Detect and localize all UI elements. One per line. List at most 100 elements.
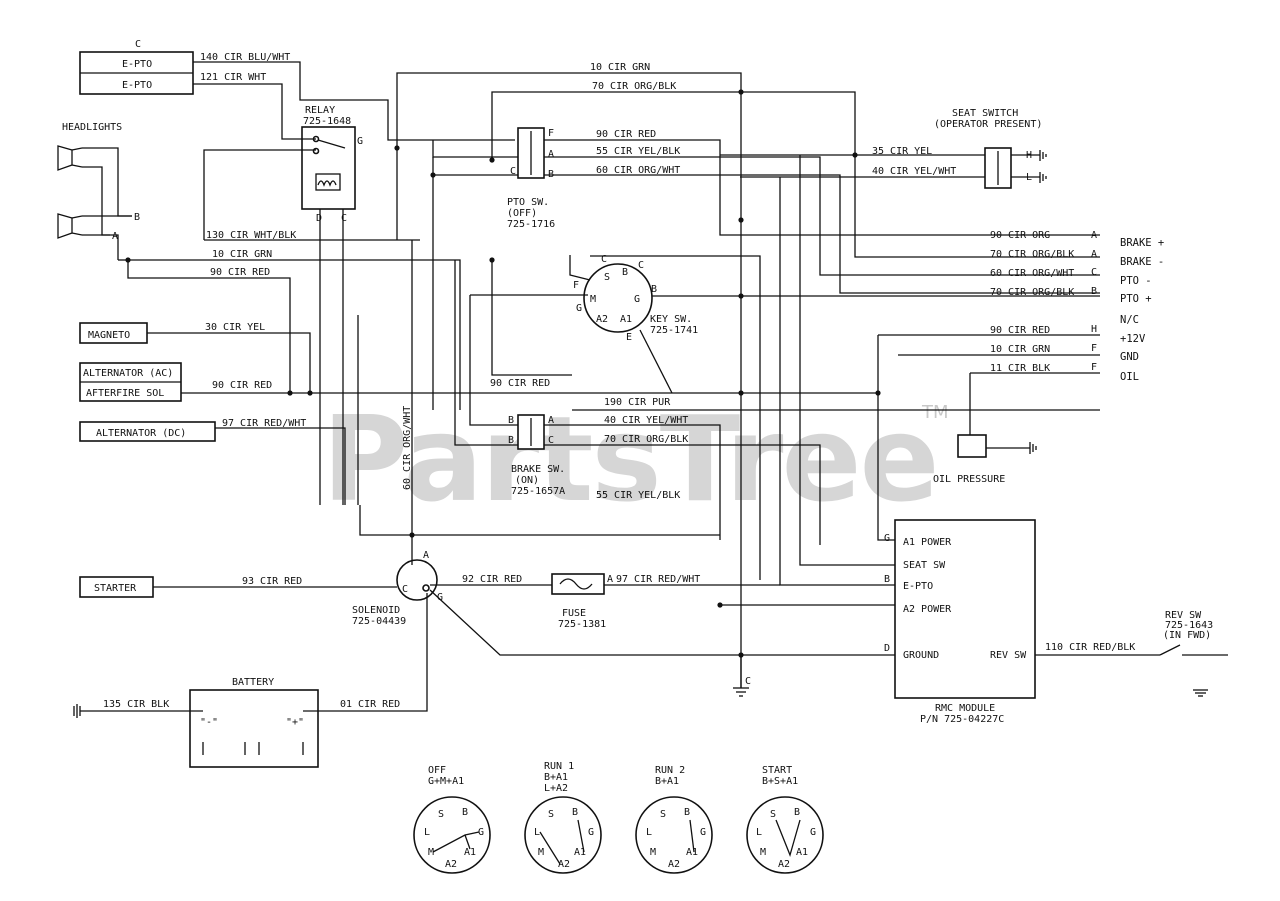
- svg-text:L: L: [534, 827, 540, 838]
- svg-text:90 CIR RED: 90 CIR RED: [596, 129, 656, 140]
- svg-text:C: C: [1091, 267, 1097, 278]
- rev-ground-icon: [1193, 689, 1208, 697]
- fuse-label: FUSE: [562, 608, 586, 619]
- relay-pn: 725-1648: [303, 116, 351, 127]
- relay-coil-icon: [315, 173, 341, 191]
- svg-text:190 CIR PUR: 190 CIR PUR: [604, 397, 671, 408]
- state-start-dial-icon: [746, 796, 824, 874]
- svg-text:S: S: [604, 272, 610, 283]
- oil-ground-icon: [1029, 442, 1037, 454]
- svg-text:E-PTO: E-PTO: [903, 581, 933, 592]
- battery-neg: "-": [200, 717, 218, 728]
- svg-text:M: M: [428, 847, 434, 858]
- svg-text:90 CIR RED: 90 CIR RED: [212, 380, 272, 391]
- svg-text:M: M: [538, 847, 544, 858]
- svg-text:70 CIR ORG/BLK: 70 CIR ORG/BLK: [592, 81, 676, 92]
- alternator-dc-box: [79, 421, 216, 442]
- key-switch-pn: 725-1741: [650, 325, 698, 336]
- svg-text:B: B: [794, 807, 800, 818]
- svg-text:B: B: [684, 807, 690, 818]
- conn-label-12v: +12V: [1120, 333, 1146, 345]
- rev-switch-label: REV SW: [1165, 610, 1202, 621]
- oil-pressure-label: OIL PRESSURE: [933, 474, 1005, 485]
- magneto-label: MAGNETO: [88, 330, 130, 341]
- seat-switch-label: SEAT SWITCH: [952, 108, 1018, 119]
- svg-text:C: C: [510, 166, 516, 177]
- headlights-label: HEADLIGHTS: [62, 122, 122, 133]
- svg-text:L: L: [646, 827, 652, 838]
- svg-text:B+A1: B+A1: [655, 776, 679, 787]
- svg-text:E: E: [626, 332, 632, 343]
- svg-text:S: S: [770, 809, 776, 820]
- svg-text:B+A1: B+A1: [544, 772, 568, 783]
- relay-label: RELAY: [305, 105, 335, 116]
- svg-text:A1: A1: [796, 847, 808, 858]
- svg-text:A2: A2: [668, 859, 680, 870]
- svg-text:GROUND: GROUND: [903, 650, 939, 661]
- battery-pos: "+": [286, 717, 304, 728]
- svg-text:H: H: [1091, 324, 1097, 335]
- svg-text:L: L: [756, 827, 762, 838]
- svg-text:L: L: [424, 827, 430, 838]
- svg-text:A2: A2: [596, 314, 608, 325]
- state-off-dial-icon: [413, 796, 491, 874]
- svg-text:M: M: [590, 294, 596, 305]
- svg-text:G+M+A1: G+M+A1: [428, 776, 464, 787]
- svg-text:A1: A1: [686, 847, 698, 858]
- svg-text:70 CIR ORG/BLK: 70 CIR ORG/BLK: [990, 287, 1074, 298]
- svg-text:121 CIR WHT: 121 CIR WHT: [200, 72, 266, 83]
- svg-text:A: A: [1091, 249, 1097, 260]
- wire-network: [118, 61, 1100, 688]
- svg-text:D: D: [884, 643, 890, 654]
- conn-label-pto-plus: PTO +: [1120, 293, 1152, 305]
- svg-text:G: G: [588, 827, 594, 838]
- svg-text:60 CIR ORG/WHT: 60 CIR ORG/WHT: [402, 406, 413, 490]
- svg-text:S: S: [548, 809, 554, 820]
- rmc-module-pn: P/N 725-04227C: [920, 714, 1004, 725]
- brake-switch-state: (ON): [515, 475, 539, 486]
- svg-text:60 CIR ORG/WHT: 60 CIR ORG/WHT: [990, 268, 1074, 279]
- epto-label-2: E-PTO: [122, 80, 152, 91]
- svg-text:A1: A1: [574, 847, 586, 858]
- afterfire-label: AFTERFIRE SOL: [86, 388, 164, 399]
- svg-text:B: B: [1091, 286, 1097, 297]
- fuse-box: [551, 573, 605, 595]
- solenoid-label: SOLENOID: [352, 605, 400, 616]
- svg-text:140 CIR BLU/WHT: 140 CIR BLU/WHT: [200, 52, 290, 63]
- svg-text:C: C: [402, 584, 408, 595]
- brake-switch-pn: 725-1657A: [511, 486, 565, 497]
- rmc-module-box: [894, 519, 1036, 699]
- svg-text:G: G: [576, 303, 582, 314]
- svg-text:97 CIR RED/WHT: 97 CIR RED/WHT: [222, 418, 306, 429]
- svg-text:B: B: [622, 267, 628, 278]
- rev-switch-pn: 725-1643: [1165, 620, 1213, 631]
- svg-text:10 CIR GRN: 10 CIR GRN: [212, 249, 272, 260]
- svg-text:A: A: [548, 415, 554, 426]
- svg-text:97 CIR RED/WHT: 97 CIR RED/WHT: [616, 574, 700, 585]
- svg-text:A2: A2: [445, 859, 457, 870]
- svg-text:A1: A1: [464, 847, 476, 858]
- svg-text:70 CIR ORG/BLK: 70 CIR ORG/BLK: [604, 434, 688, 445]
- svg-text:11 CIR BLK: 11 CIR BLK: [990, 363, 1050, 374]
- svg-text:S: S: [438, 809, 444, 820]
- svg-text:G: G: [634, 294, 640, 305]
- svg-text:55 CIR YEL/BLK: 55 CIR YEL/BLK: [596, 146, 680, 157]
- svg-text:35 CIR YEL: 35 CIR YEL: [872, 146, 932, 157]
- pto-switch-pn: 725-1716: [507, 219, 555, 230]
- svg-text:60 CIR ORG/WHT: 60 CIR ORG/WHT: [596, 165, 680, 176]
- svg-text:START: START: [762, 765, 792, 776]
- svg-text:A2 POWER: A2 POWER: [903, 604, 952, 615]
- svg-text:REV SW: REV SW: [990, 650, 1027, 661]
- svg-text:C: C: [745, 676, 751, 687]
- svg-text:B: B: [572, 807, 578, 818]
- svg-text:S: S: [660, 809, 666, 820]
- seat-switch-sub: (OPERATOR PRESENT): [934, 119, 1042, 130]
- relay-box: [301, 126, 356, 210]
- seat-ground-icon: [1039, 150, 1047, 183]
- svg-text:90 CIR ORG: 90 CIR ORG: [990, 230, 1050, 241]
- svg-text:F: F: [573, 280, 579, 291]
